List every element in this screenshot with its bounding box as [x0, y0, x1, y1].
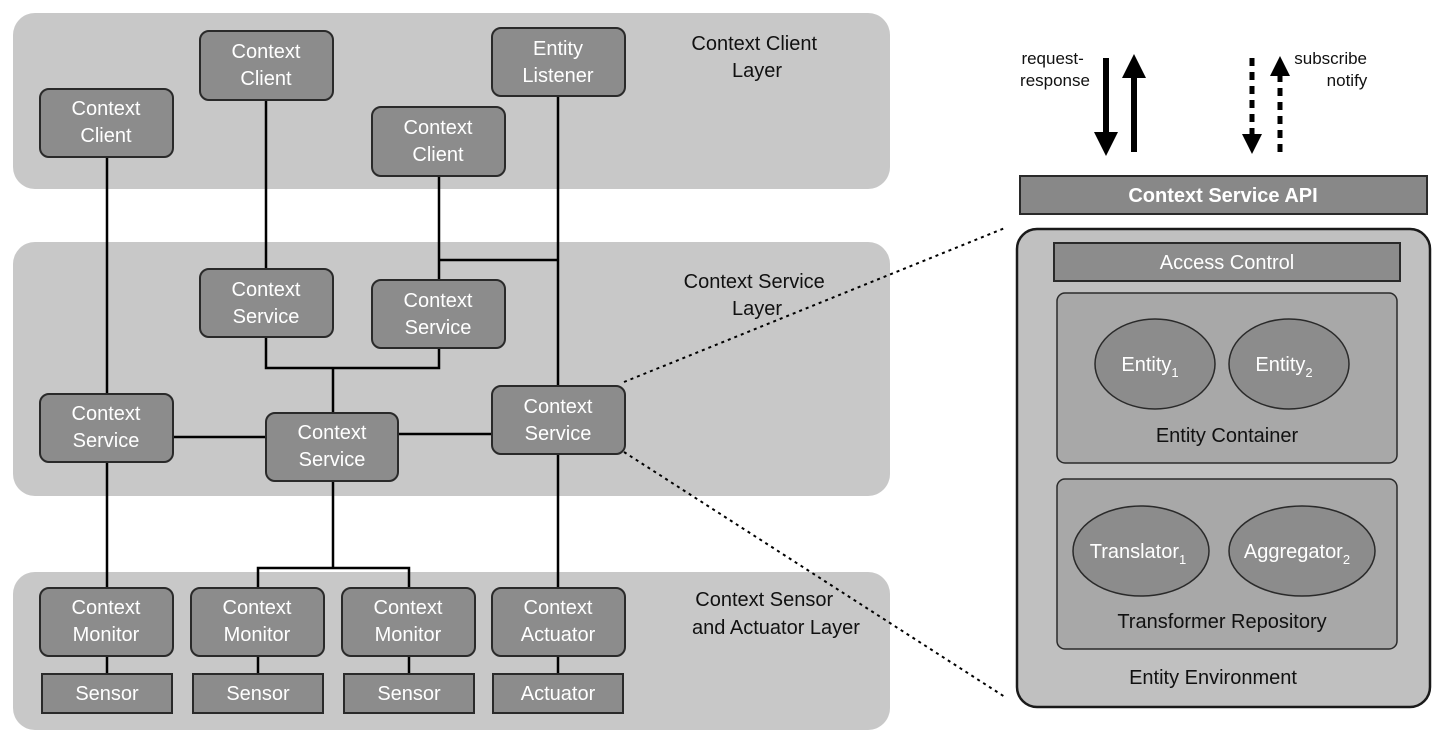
svg-text:Context Service API: Context Service API	[1128, 185, 1317, 207]
device-boxes: Sensor Sensor Sensor Actuator	[41, 673, 624, 714]
sensor-1-box: Sensor	[41, 673, 173, 714]
request-response-legend: request- response	[1020, 49, 1146, 156]
connection-lines	[105, 96, 560, 674]
svg-text:Sensor: Sensor	[226, 683, 290, 705]
svg-text:Entity2: Entity2	[1255, 354, 1312, 380]
svg-text:Actuator: Actuator	[521, 683, 596, 705]
entity-2-ellipse: Entity2	[1228, 318, 1350, 410]
service-layer-label: Context Service Layer	[684, 271, 831, 320]
layer-labels: Context Client Layer Context Service Lay…	[684, 33, 861, 639]
sensor-layer-label: Context Sensor and Actuator Layer	[692, 589, 860, 639]
svg-text:Entity Container: Entity Container	[1156, 425, 1299, 447]
svg-text:request- response: request- response	[1020, 49, 1090, 90]
access-control: Access Control	[1053, 242, 1401, 282]
svg-text:subscribe notify: subscribe notify	[1294, 49, 1372, 90]
svg-text:Sensor: Sensor	[75, 683, 139, 705]
transformer-repository: Transformer Repository Translator1 Aggre…	[1056, 478, 1398, 650]
svg-text:Aggregator2: Aggregator2	[1244, 541, 1350, 567]
svg-text:Access Control: Access Control	[1160, 252, 1295, 274]
svg-text:Entity Environment: Entity Environment	[1129, 667, 1297, 689]
translator-ellipse: Translator1	[1072, 505, 1210, 597]
zoom-lines	[623, 227, 1006, 698]
svg-text:Sensor: Sensor	[377, 683, 441, 705]
svg-text:Translator1: Translator1	[1090, 541, 1187, 567]
actuator-box: Actuator	[492, 673, 624, 714]
sensor-3-box: Sensor	[343, 673, 475, 714]
svg-text:Entity1: Entity1	[1121, 354, 1178, 380]
context-service-api: Context Service API	[1019, 175, 1428, 215]
sensor-2-box: Sensor	[192, 673, 324, 714]
svg-text:Transformer Repository: Transformer Repository	[1117, 611, 1326, 633]
subscribe-notify-legend: subscribe notify	[1242, 49, 1372, 154]
aggregator-ellipse: Aggregator2	[1228, 505, 1376, 597]
entity-1-ellipse: Entity1	[1094, 318, 1216, 410]
client-layer-label: Context Client Layer	[691, 33, 822, 82]
entity-container: Entity Container Entity1 Entity2	[1056, 292, 1398, 464]
